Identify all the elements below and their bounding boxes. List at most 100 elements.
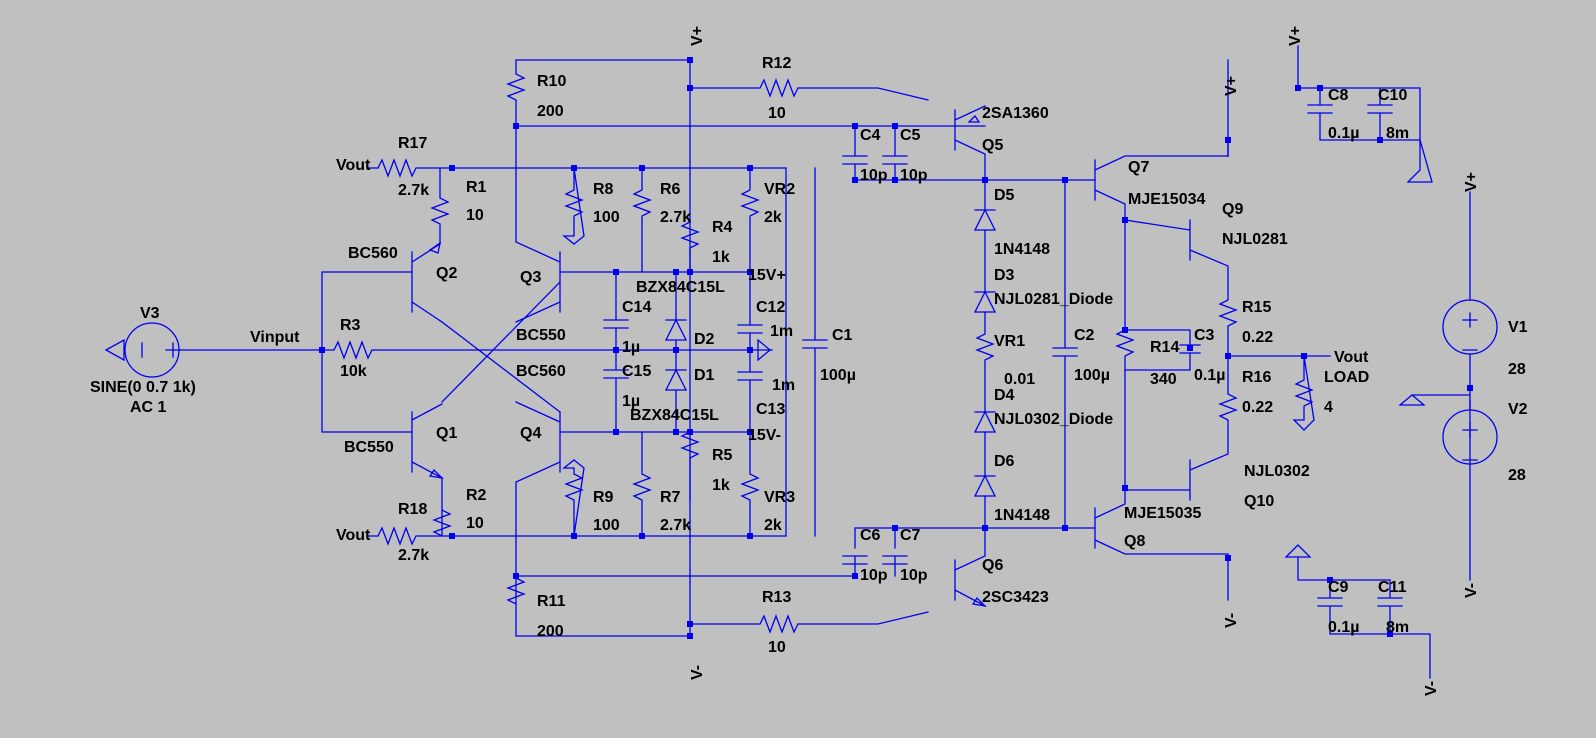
junction-dot [747, 533, 753, 539]
junction-dot [892, 123, 898, 129]
label-vout2: Vout [336, 527, 371, 544]
label-v1: V1 [1508, 319, 1528, 336]
junction-dot [1295, 85, 1301, 91]
junction-dot [673, 429, 679, 435]
label-r12: R12 [762, 55, 791, 72]
junction-dot [852, 573, 858, 579]
label-d2: D2 [694, 331, 715, 348]
label-q5a: 2SA1360 [982, 105, 1049, 122]
junction-dot [1062, 525, 1068, 531]
junction-dot [1317, 85, 1323, 91]
label-vminus4: V- [1463, 583, 1480, 598]
label-d3: D3 [994, 267, 1015, 284]
junction-dot [513, 573, 519, 579]
label-q1: Q1 [436, 425, 457, 442]
label-v3: V3 [140, 305, 160, 322]
label-c14v: 1µ [622, 339, 640, 356]
label-q2: Q2 [436, 265, 457, 282]
label-c4: C4 [860, 127, 881, 144]
junction-dot [1122, 217, 1128, 223]
junction-dot [673, 269, 679, 275]
label-vr2v: 2k [764, 209, 782, 226]
label-c9v: 0.1µ [1328, 619, 1359, 636]
label-r8v: 100 [593, 209, 620, 226]
junction-dot [449, 533, 455, 539]
junction-dot [687, 429, 693, 435]
junction-dot [892, 177, 898, 183]
label-vplus1: V+ [689, 26, 706, 46]
label-c15v: 1µ [622, 393, 640, 410]
junction-dot [892, 525, 898, 531]
junction-dot [1377, 137, 1383, 143]
label-d5v: 1N4148 [994, 241, 1050, 258]
label-c14: C14 [622, 299, 651, 316]
junction-dot [639, 533, 645, 539]
label-r14: R14 [1150, 339, 1179, 356]
label-r16v: 0.22 [1242, 399, 1273, 416]
label-loadv: 4 [1324, 399, 1333, 416]
label-vr1v: 0.01 [1004, 371, 1035, 388]
label-v1v: 28 [1508, 361, 1526, 378]
label-r6: R6 [660, 181, 681, 198]
label-c3: C3 [1194, 327, 1215, 344]
label-r7v: 2.7k [660, 517, 691, 534]
label-load: LOAD [1324, 369, 1369, 386]
label-vout1: Vout [336, 157, 371, 174]
label-vplus4: V+ [1463, 172, 1480, 192]
label-bc560a: BC560 [348, 245, 398, 262]
label-c6: C6 [860, 527, 881, 544]
label-bzxa: BZX84C15L [636, 279, 725, 296]
label-q7a: MJE15034 [1128, 191, 1205, 208]
junction-dot [613, 347, 619, 353]
junction-dot [1467, 385, 1473, 391]
junction-dot [747, 347, 753, 353]
junction-dot [613, 269, 619, 275]
label-vminus1: V- [689, 665, 706, 680]
wires [104, 45, 1498, 679]
label-r16: R16 [1242, 369, 1271, 386]
junction-dot [613, 429, 619, 435]
wire-junctions [319, 57, 1473, 639]
label-vr3v: 2k [764, 517, 782, 534]
label-d6: D6 [994, 453, 1015, 470]
junction-dot [449, 165, 455, 171]
label-r2v: 10 [466, 515, 484, 532]
junction-dot [982, 525, 988, 531]
label-c13: C13 [756, 401, 785, 418]
label-v2: V2 [1508, 401, 1528, 418]
junction-dot [852, 123, 858, 129]
label-r14v: 340 [1150, 371, 1177, 388]
label-c3v: 0.1µ [1194, 367, 1225, 384]
label-bzxb: BZX84C15L [630, 407, 719, 424]
label-d5: D5 [994, 187, 1015, 204]
junction-dot [319, 347, 325, 353]
label-c4v: 10p [860, 167, 888, 184]
label-r11v: 200 [537, 623, 564, 640]
junction-dot [747, 429, 753, 435]
junction-dot [687, 269, 693, 275]
label-q8a: MJE15035 [1124, 505, 1201, 522]
junction-dot [982, 177, 988, 183]
label-vplus3: V+ [1287, 26, 1304, 46]
label-r13v: 10 [768, 639, 786, 656]
label-q5: Q5 [982, 137, 1003, 154]
label-r11: R11 [537, 593, 566, 610]
junction-dot [1122, 327, 1128, 333]
label-q4: Q4 [520, 425, 541, 442]
label-r10: R10 [537, 73, 566, 90]
label-c13v: 1m [772, 377, 795, 394]
label-r12v: 10 [768, 105, 786, 122]
label-vinput: Vinput [250, 329, 300, 346]
label-d1: D1 [694, 367, 715, 384]
junction-dot [1062, 177, 1068, 183]
label-r1v: 10 [466, 207, 484, 224]
label-r6v: 2.7k [660, 209, 691, 226]
junction-dot [1187, 345, 1193, 351]
junction-dot [687, 621, 693, 627]
label-c12v: 1m [770, 323, 793, 340]
label-q6: Q6 [982, 557, 1003, 574]
label-c8v: 0.1µ [1328, 125, 1359, 142]
junction-dot [571, 165, 577, 171]
